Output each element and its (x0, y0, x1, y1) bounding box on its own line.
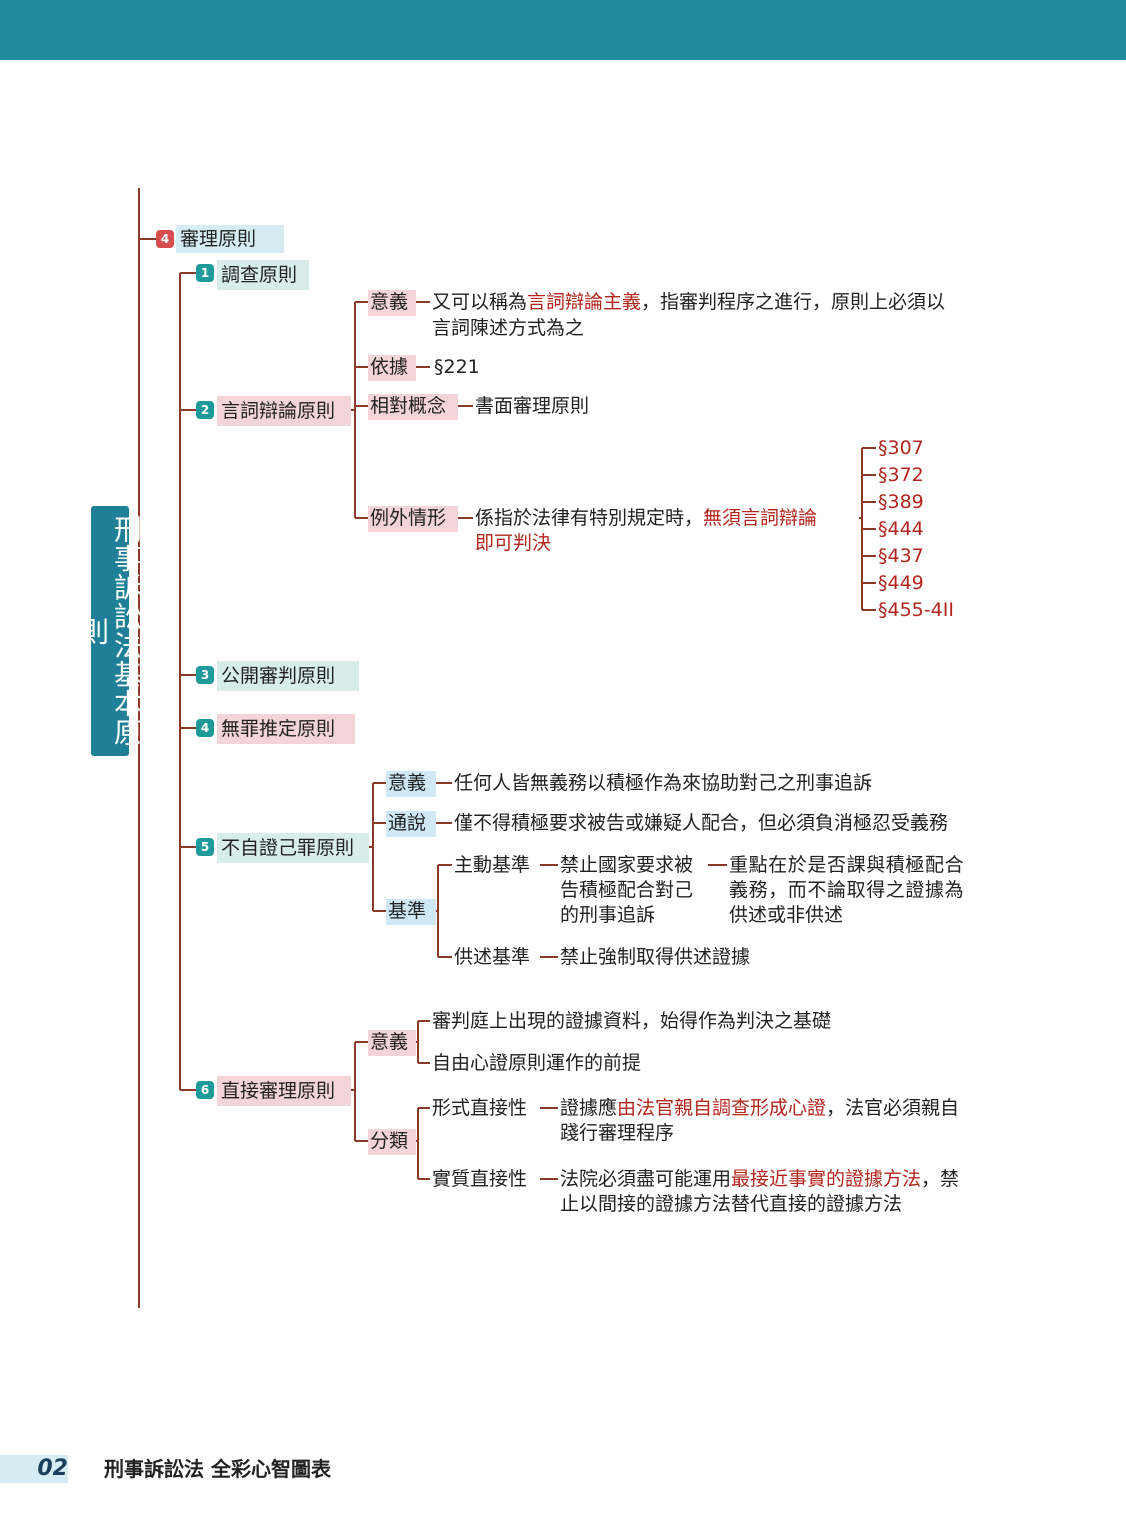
item-5-standard-key: 基準 (386, 899, 436, 925)
item-2-badge: 2 (196, 401, 214, 419)
focus-line1: 重點在於是否課與積極配合 (729, 854, 965, 876)
item-6-label: 直接審理原則 (217, 1076, 351, 1106)
active-standard-line1: 禁止國家要求被 (560, 854, 694, 876)
item-2-basis-value: §221 (434, 356, 480, 378)
root-badge: 4 (156, 230, 174, 248)
header-bar (0, 0, 1126, 60)
focus-line3: 供述或非供述 (729, 904, 844, 926)
root-node-label: 審理原則 (176, 225, 284, 253)
item-6-class-key: 分類 (368, 1129, 416, 1155)
formal-directness-line2: 踐行審理程序 (560, 1122, 675, 1144)
item-2-relative-value: 書面審理原則 (475, 395, 590, 417)
section-389: §389 (878, 491, 924, 513)
statement-standard-key: 供述基準 (454, 946, 531, 968)
item-2-exception-text: 係指於法律有特別規定時，無須言詞辯論 (475, 507, 818, 529)
item-2-basis-key: 依據 (368, 355, 416, 381)
item-5-meaning-key: 意義 (386, 771, 436, 797)
item-1-label: 調查原則 (217, 260, 309, 290)
substantive-directness-line2: 止以間接的證據方法替代直接的證據方法 (560, 1193, 903, 1215)
item-6-meaning-key: 意義 (368, 1030, 416, 1056)
statement-standard-value: 禁止強制取得供述證據 (560, 946, 751, 968)
active-standard-line2: 告積極配合對己 (560, 879, 694, 901)
formal-directness-text: 證據應由法官親自調查形成心證，法官必須親自 (560, 1097, 960, 1119)
focus-line2: 義務，而不論取得之證據為 (729, 879, 965, 901)
item-2-meaning-key: 意義 (368, 290, 416, 316)
item-1-badge: 1 (196, 264, 214, 282)
active-standard-line3: 的刑事追訴 (560, 904, 656, 926)
item-2-exception-key: 例外情形 (368, 506, 458, 532)
item-2-label: 言詞辯論原則 (217, 396, 351, 426)
item-6-meaning-1: 審判庭上出現的證據資料，始得作為判決之基礎 (432, 1010, 832, 1032)
item-5-common-key: 通說 (386, 811, 436, 837)
section-444: §444 (878, 518, 924, 540)
item-2-relative-key: 相對概念 (368, 394, 458, 420)
item-2-meaning-line2: 言詞陳述方式為之 (432, 317, 585, 339)
item-5-badge: 5 (196, 838, 214, 856)
item-4-label: 無罪推定原則 (217, 714, 355, 744)
page-number: 02 (0, 1455, 68, 1483)
section-372: §372 (878, 464, 924, 486)
item-5-common-value: 僅不得積極要求被告或嫌疑人配合，但必須負消極忍受義務 (454, 812, 949, 834)
item-3-label: 公開審判原則 (217, 661, 359, 691)
page-title: 刑事訴訟法基本原則 (77, 506, 143, 756)
item-2-meaning-text: 又可以稱為言詞辯論主義，指審判程序之進行，原則上必須以 (432, 291, 946, 313)
item-5-meaning-value: 任何人皆無義務以積極作為來協助對己之刑事追訴 (454, 772, 873, 794)
item-4-badge: 4 (196, 719, 214, 737)
section-437: §437 (878, 545, 924, 567)
substantive-directness-key: 實質直接性 (432, 1168, 528, 1190)
item-6-meaning-2: 自由心證原則運作的前提 (432, 1052, 642, 1074)
item-3-badge: 3 (196, 666, 214, 684)
substantive-directness-text: 法院必須盡可能運用最接近事實的證據方法，禁 (560, 1168, 960, 1190)
active-standard-key: 主動基準 (454, 854, 531, 876)
section-307: §307 (878, 437, 924, 459)
section-449: §449 (878, 572, 924, 594)
item-6-badge: 6 (196, 1081, 214, 1099)
item-2-exception-line2: 即可判決 (475, 532, 552, 554)
formal-directness-key: 形式直接性 (432, 1097, 528, 1119)
item-5-label: 不自證己罪原則 (217, 833, 369, 863)
section-455-4: §455-4II (878, 599, 954, 621)
book-title: 刑事訴訟法 全彩心智圖表 (104, 1457, 331, 1481)
